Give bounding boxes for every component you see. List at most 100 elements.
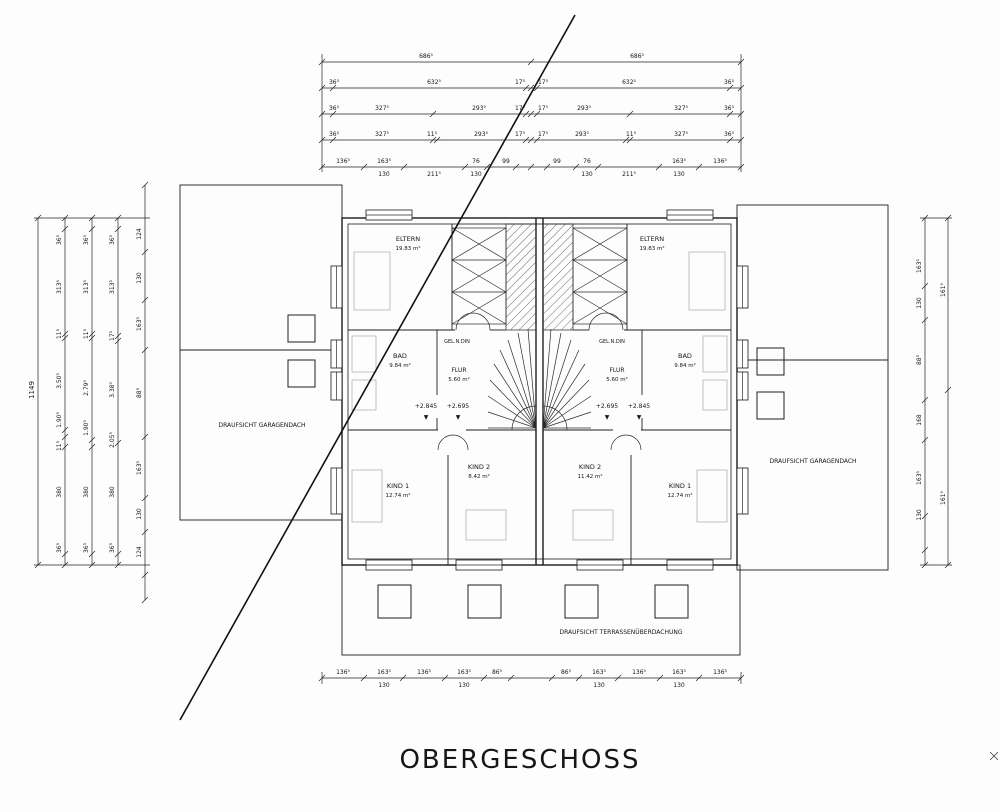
dimension-line — [329, 84, 337, 92]
dims_top-label: 36⁵ — [724, 79, 735, 86]
dims_bottom-label: 130 — [458, 682, 470, 689]
dims_top-label: 11⁵ — [626, 131, 637, 138]
dimension-line — [921, 282, 929, 290]
stairs — [487, 327, 592, 429]
railing-note-right: GEL.N.DIN — [599, 339, 625, 345]
dimension-line — [318, 84, 326, 92]
dimension-line — [737, 58, 745, 66]
dims_left-label: 124 — [136, 228, 143, 240]
dims_left-label: 313⁵ — [109, 279, 116, 293]
room-area-eltern-left: 19.83 m² — [395, 245, 420, 252]
page-corner-mark — [989, 751, 999, 761]
dims_left-label: 313⁵ — [83, 279, 90, 293]
dims_bottom-label: 163⁵ — [672, 669, 686, 676]
dims_top-label: 130 — [470, 171, 482, 178]
dims_top-label: 293⁵ — [472, 105, 486, 112]
dimension-line — [318, 136, 326, 144]
dimension-line — [61, 225, 69, 233]
room-label-kind1-right: KIND 1 — [669, 482, 691, 490]
dimension-line — [527, 84, 535, 92]
dims_top-label: 17⁵ — [538, 131, 549, 138]
terrace-roof-label: DRAUFSICHT TERRASSENÜBERDACHUNG — [559, 629, 682, 636]
dimension-line — [141, 296, 149, 304]
dimension-line — [522, 84, 530, 92]
dimension-line — [61, 334, 69, 342]
dimension-line — [737, 110, 745, 118]
dimension-line — [141, 494, 149, 502]
dims_left-label: 124 — [136, 546, 143, 558]
wardrobe-left — [451, 227, 507, 325]
dimension-line — [114, 337, 122, 345]
dims_left-label: 3.50⁵ — [56, 373, 63, 389]
room-label-kind2-right: KIND 2 — [579, 463, 601, 471]
dimension-line — [522, 110, 530, 118]
roof-shaft-hatch — [505, 223, 574, 331]
dimension-line — [61, 443, 69, 451]
door-arcs — [437, 312, 642, 451]
dimension-line — [88, 436, 96, 444]
dims_left-label: 11⁵ — [83, 328, 90, 339]
dims_top-label: 17⁵ — [515, 131, 526, 138]
dimension-line — [61, 426, 69, 434]
dimension-line — [318, 58, 326, 66]
dims_left-label: 36⁵ — [83, 234, 90, 245]
dimension-line — [626, 110, 634, 118]
dims_right-label: 130 — [916, 297, 923, 309]
dims_left-label: 1149 — [28, 381, 36, 399]
dimension-line — [329, 136, 337, 144]
dims_bottom-label: 86⁵ — [492, 669, 503, 676]
dimension-line — [360, 674, 368, 682]
dimension-line — [114, 561, 122, 569]
dimension-line — [461, 163, 469, 171]
dims_top-label: 327⁵ — [674, 105, 688, 112]
dimension-line — [141, 571, 149, 579]
dims_right-label: 130 — [916, 509, 923, 521]
dimension-line — [944, 386, 952, 394]
dims_top-label: 163⁵ — [377, 158, 391, 165]
dimension-line — [88, 225, 96, 233]
dims_top-label: 36⁵ — [329, 131, 340, 138]
garage-roof-right — [736, 204, 889, 571]
dimension-line — [34, 561, 42, 569]
dims_top-label: 136⁵ — [336, 158, 350, 165]
dimension-line — [480, 674, 488, 682]
dims_right-label: 88⁵ — [916, 354, 923, 365]
exterior-walls — [341, 217, 738, 566]
terrace-roof — [341, 564, 741, 656]
interior-walls — [348, 224, 731, 565]
garage-roof-right-label: DRAUFSICHT GARAGENDACH — [769, 458, 856, 465]
dims_left-label: 380 — [56, 486, 63, 498]
room-label-bad-left: BAD — [393, 352, 407, 360]
dimension-line — [921, 214, 929, 222]
dims_bottom-label: 136⁵ — [713, 669, 727, 676]
dimension-line — [61, 214, 69, 222]
dimension-line — [572, 163, 580, 171]
wardrobe-right — [572, 227, 628, 325]
dimension-line — [575, 674, 583, 682]
dimension-line — [921, 561, 929, 569]
dimension-line — [726, 110, 734, 118]
dimension-line — [61, 330, 69, 338]
dims_top-label: 17⁵ — [515, 79, 526, 86]
room-label-flur-right: FLUR — [609, 367, 624, 374]
dims_left-label: 1.90⁵ — [56, 412, 63, 428]
dimension-line — [921, 512, 929, 520]
dims_left-label: 1.90⁵ — [83, 420, 90, 436]
dimension-line — [737, 674, 745, 682]
dimension-line — [141, 346, 149, 354]
dims_top-label: 99 — [553, 158, 561, 165]
dimension-line — [61, 433, 69, 441]
dimension-line — [34, 214, 42, 222]
dimension-line — [726, 84, 734, 92]
dims_top-label: 293⁵ — [474, 131, 488, 138]
level-marker-value: +2.695 — [447, 403, 469, 410]
room-area-kind1-right: 12.74 m² — [667, 492, 692, 499]
dims_left-label: 36⁵ — [83, 542, 90, 553]
dims_top-label: 130 — [581, 171, 593, 178]
room-area-flur-left: 5.60 m² — [448, 376, 470, 383]
room-label-bad-right: BAD — [678, 352, 692, 360]
dims_left-label: 2.05⁵ — [109, 432, 116, 448]
dims_top-label: 632⁵ — [427, 79, 441, 86]
dims_left-label: 313⁵ — [56, 279, 63, 293]
dims_left-label: 11⁵ — [56, 328, 63, 339]
